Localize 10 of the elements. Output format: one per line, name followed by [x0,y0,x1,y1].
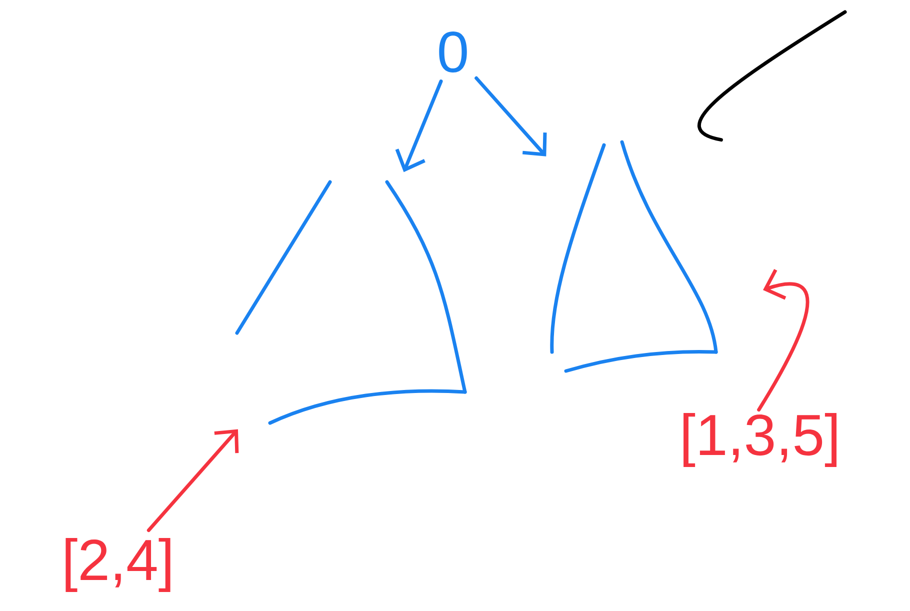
node-label: [1,3,5] [684,412,836,468]
arrow [395,80,443,172]
node-label: [2,4] [66,538,170,592]
node-label: 0 [439,31,467,73]
curved-arrow [757,268,810,412]
arrow [474,76,547,156]
line [698,10,847,142]
triangle-drawing [235,180,467,425]
triangle-drawing [550,140,718,373]
arrow [146,429,239,532]
